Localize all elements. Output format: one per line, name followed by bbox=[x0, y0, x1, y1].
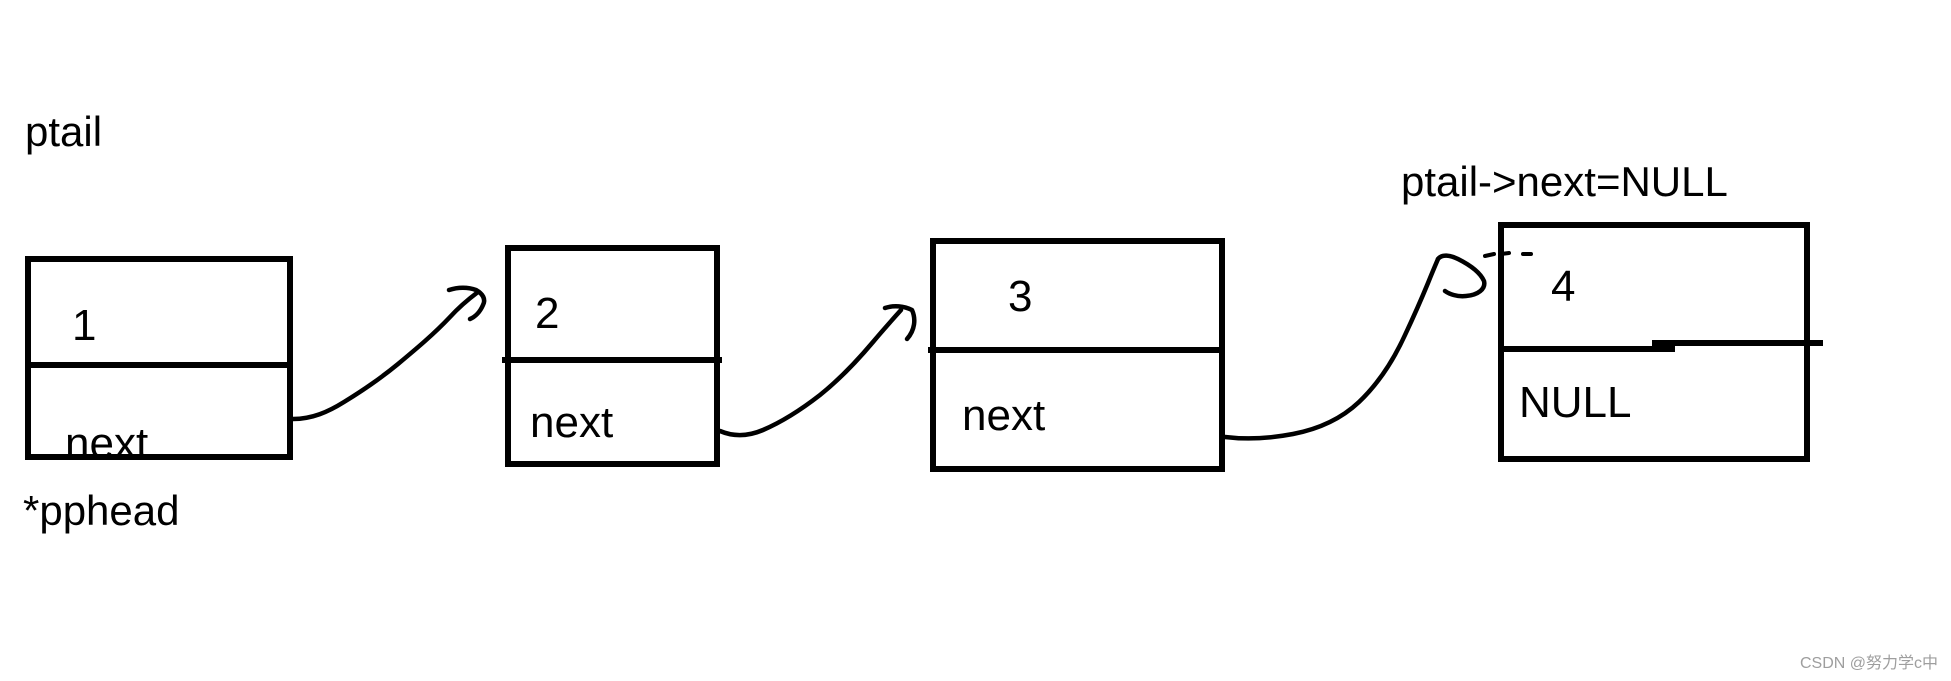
list-node-3: 3 next bbox=[928, 238, 1225, 472]
label-ptail: ptail bbox=[25, 108, 103, 155]
arrow-node1-to-node2-head bbox=[446, 285, 487, 322]
node-2-value: 2 bbox=[535, 289, 560, 338]
list-node-1: 1 next bbox=[25, 256, 293, 466]
node-2-divider-line bbox=[502, 357, 722, 363]
label-pphead: *pphead bbox=[23, 487, 180, 534]
watermark: CSDN @努力学c中 bbox=[1799, 655, 1938, 672]
node-4-divider-line-overlap bbox=[1652, 340, 1823, 346]
node-2-next-field: next bbox=[530, 398, 614, 447]
arrow-node3-to-node4-head-curl bbox=[1435, 253, 1487, 299]
label-ptail-next-null: ptail->next=NULL bbox=[1401, 158, 1728, 205]
node-3-next-field: next bbox=[962, 391, 1046, 440]
node-4-null-field: NULL bbox=[1519, 378, 1632, 427]
arrow-node2-to-node3-shaft bbox=[717, 307, 904, 438]
arrow-node3-to-node4-shaft bbox=[1222, 256, 1441, 441]
arrow-node2-to-node3-head bbox=[882, 304, 917, 342]
node-1-value: 1 bbox=[72, 301, 97, 350]
node-4-divider-line bbox=[1500, 346, 1675, 352]
list-node-2: 2 next bbox=[502, 245, 722, 467]
node-1-divider-line bbox=[25, 362, 293, 368]
list-node-4: 4 NULL bbox=[1498, 222, 1823, 462]
arrow-strokes bbox=[290, 251, 1533, 441]
node-3-divider-line bbox=[928, 347, 1225, 353]
arrow-node1-to-node2-shaft bbox=[290, 289, 481, 422]
node-1-next-field: next bbox=[65, 419, 149, 468]
node-3-value: 3 bbox=[1008, 272, 1033, 321]
node-4-value: 4 bbox=[1551, 262, 1576, 311]
